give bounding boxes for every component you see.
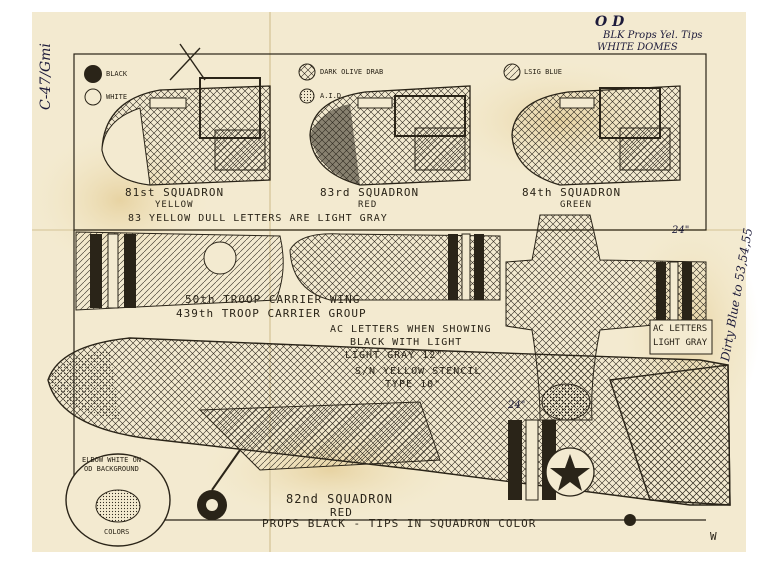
caption-83rd: 83rd SQUADRON [320,186,420,199]
dimension-24-top: 24" [672,225,690,236]
caption-82nd-color: RED [330,506,353,519]
w-mark: W [710,530,718,543]
caption-84th-color: GREEN [560,200,593,210]
caption-81st-color: YELLOW [155,200,194,210]
ac-letters-box-line-1: AC LETTERS [653,324,708,334]
insignia-note-1: ELBOW WHITE ON [82,456,142,464]
dimension-24-side: 24" [508,400,526,411]
nose-view-81st [101,43,271,186]
caption-82nd: 82nd SQUADRON [286,492,393,506]
olive-drab-swatch [298,63,316,81]
right-wing-panel [289,233,501,301]
ac-letters-box-line-2: LIGHT GRAY [653,338,708,348]
aid-swatch [299,88,315,104]
group-note: 439th TROOP CARRIER GROUP [176,307,367,320]
handwritten-model-note: C-47/Gmi [38,43,54,110]
ac-letters-note-1: AC LETTERS WHEN SHOWING [330,324,492,335]
legend-blue: LSIG BLUE [524,68,562,76]
caption-83rd-color: RED [358,200,378,210]
handwritten-od-mark: O D [595,14,625,30]
props-tips-note: PROPS BLACK - TIPS IN SQUADRON COLOR [262,517,537,530]
stencil-note-1: S/N YELLOW STENCIL [355,366,482,377]
legend-white: WHITE [106,93,128,101]
caption-84th: 84th SQUADRON [522,186,622,199]
white-swatch [84,88,102,106]
side-view-aircraft [47,337,731,526]
nose-view-84th [511,85,681,186]
nose-panel-frame [73,53,707,231]
left-wing-panel [75,231,284,311]
wing-note: 50th TROOP CARRIER WING [185,293,361,306]
letters-color-note: 83 YELLOW DULL LETTERS ARE LIGHT GRAY [128,213,388,224]
handwritten-props-note: BLK Props Yel. Tips [603,30,703,41]
insignia-note-2: OD BACKGROUND [84,465,139,473]
caption-81st: 81st SQUADRON [125,186,225,199]
black-swatch [84,65,102,83]
ac-letters-note-2: BLACK WITH LIGHT [350,337,463,348]
legend-black: BLACK [106,70,128,78]
handwritten-domes-note: WHITE DOMES [597,42,678,53]
legend-aid: A.I.D. [320,92,346,100]
legend-olive-drab: DARK OLIVE DRAB [320,68,384,76]
stencil-note-2: TYPE 10" [385,379,442,390]
insignia-note-3: COLORS [104,528,130,536]
nose-view-83rd [309,85,471,186]
blue-swatch [503,63,521,81]
ac-letters-note-3: LIGHT GRAY 12" [345,350,444,361]
ac-letters-box [649,319,713,355]
